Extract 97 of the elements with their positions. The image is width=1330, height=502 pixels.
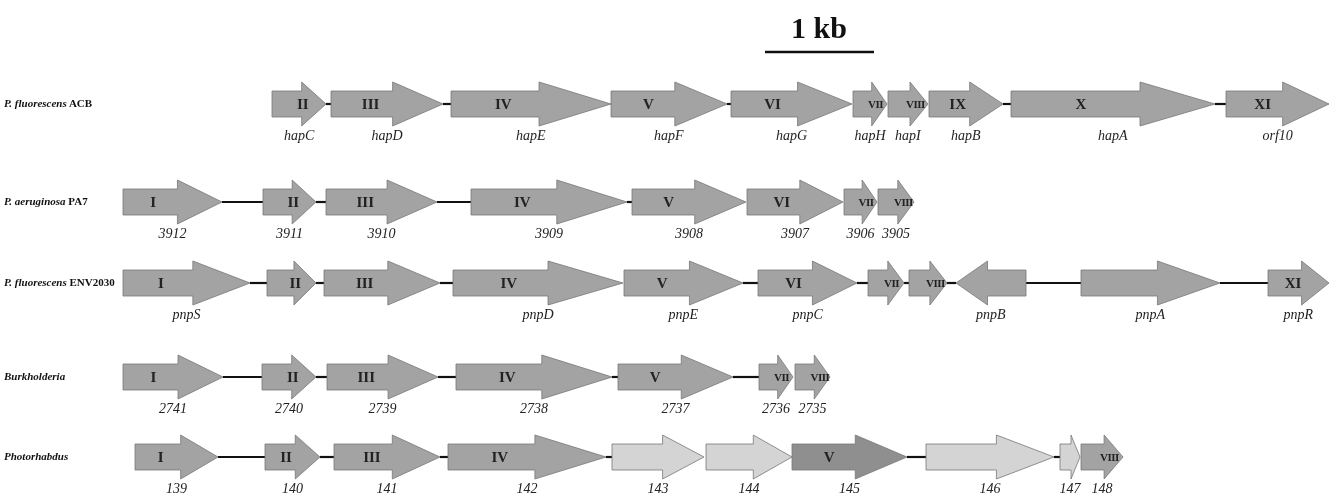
gene-number-label: V	[823, 449, 835, 465]
gene-number-label: II	[289, 275, 302, 291]
intergenic-line	[907, 455, 926, 459]
gene-number-label: VII	[884, 276, 899, 291]
gene-name-label: 147	[1059, 481, 1081, 497]
gene-name-label: pnpD	[522, 307, 554, 323]
gene-number-label: IV	[500, 275, 518, 291]
gene-number-label: II	[297, 96, 309, 112]
strain-label: P. fluorescens ENV2030	[4, 276, 115, 289]
intergenic-line	[218, 455, 265, 459]
intergenic-line	[1220, 281, 1268, 285]
gene-number-label: VIII	[906, 97, 925, 112]
intergenic-line	[1026, 281, 1081, 285]
scale-label: 1 kb	[791, 12, 847, 44]
gene-name-label: 3911	[276, 226, 303, 242]
gene-number-label: V	[649, 369, 661, 385]
gene-name-label: pnpC	[792, 307, 823, 323]
gene-name-label: 3906	[846, 226, 875, 242]
strain-label: Photorhabdus	[4, 450, 69, 463]
gene-name-label: 144	[738, 481, 760, 497]
gene-number-label: VI	[764, 96, 781, 112]
gene-number-label: IX	[949, 96, 966, 112]
gene-name-label: 148	[1091, 481, 1113, 497]
intergenic-line	[733, 375, 759, 379]
gene-name-label: pnpR	[1283, 307, 1314, 323]
gene-name-label: 2738	[520, 401, 548, 417]
gene-name-label: 2736	[762, 401, 790, 417]
gene-number-label: VIII	[1100, 450, 1119, 465]
gene-number-label: III	[363, 449, 381, 465]
gene-name-label: 3909	[535, 226, 563, 242]
intergenic-line	[947, 281, 956, 285]
gene-name-label: hapE	[516, 128, 546, 144]
gene-number-label: I	[157, 449, 164, 465]
gene-number-label: X	[1075, 96, 1087, 112]
intergenic-line	[222, 200, 263, 204]
gene-number-label: I	[157, 275, 164, 291]
gene-name-label: hapB	[951, 128, 981, 144]
gene-number-label: IV	[513, 194, 531, 210]
strain-label: P. fluorescens ACB	[4, 97, 93, 110]
gene-number-label: I	[150, 369, 157, 385]
gene-number-label: II	[287, 369, 299, 385]
gene-name-label: pnpE	[668, 307, 699, 323]
gene-number-label: VIII	[926, 276, 945, 291]
gene-number-label: V	[663, 194, 675, 210]
gene-number-label: XI	[1254, 96, 1271, 112]
gene-name-label: hapD	[371, 128, 403, 144]
gene-name-label: orf10	[1262, 128, 1293, 144]
gene-number-label: VII	[774, 370, 789, 385]
gene-name-label: 146	[979, 481, 1001, 497]
gene-number-label: VI	[785, 275, 802, 291]
gene-name-label: 3907	[781, 226, 809, 242]
gene-number-label: V	[656, 275, 668, 291]
gene-name-label: 3908	[675, 226, 703, 242]
gene-number-label: IV	[498, 369, 516, 385]
gene-name-label: 139	[166, 481, 187, 497]
gene-number-label: VI	[773, 194, 791, 210]
gene-name-label: 3912	[158, 226, 187, 242]
strain-label: P. aeruginosa PA7	[4, 195, 88, 208]
gene-name-label: 3910	[367, 226, 396, 242]
gene-number-label: IV	[491, 449, 509, 465]
gene-name-label: 2735	[798, 401, 827, 417]
strain-label: Burkholderia	[4, 370, 66, 383]
gene-number-label: III	[357, 369, 376, 385]
gene-name-label: hapH	[854, 128, 886, 144]
gene-number-label: III	[356, 194, 375, 210]
gene-name-label: 143	[647, 481, 669, 497]
gene-number-label: III	[361, 96, 380, 112]
gene-name-label: 2740	[275, 401, 303, 417]
gene-name-label: pnpS	[172, 307, 201, 323]
gene-number-label: III	[355, 275, 374, 291]
gene-number-label: VIII	[894, 195, 913, 210]
intergenic-line	[223, 375, 262, 379]
gene-name-label: hapI	[895, 128, 921, 144]
gene-number-label: II	[287, 194, 300, 210]
gene-name-label: 142	[516, 481, 538, 497]
gene-number-label: VII	[858, 195, 874, 210]
gene-number-label: I	[150, 194, 157, 210]
gene-name-label: 2737	[661, 401, 690, 417]
gene-number-label: V	[642, 96, 654, 112]
gene-name-label: hapF	[654, 128, 684, 144]
gene-name-label: 3905	[882, 226, 910, 242]
gene-number-label: IV	[495, 96, 512, 112]
gene-name-label: pnpA	[1135, 307, 1166, 323]
gene-number-label: VII	[868, 97, 883, 112]
gene-name-label: 2739	[368, 401, 397, 417]
gene-name-label: hapC	[284, 128, 315, 144]
gene-number-label: VIII	[810, 370, 830, 385]
gene-name-label: 2741	[159, 401, 187, 417]
gene-name-label: pnpB	[976, 307, 1006, 323]
gene-name-label: 140	[282, 481, 303, 497]
gene-number-label: II	[280, 449, 292, 465]
intergenic-line	[437, 200, 471, 204]
gene-number-label: XI	[1284, 275, 1302, 291]
gene-name-label: hapA	[1098, 128, 1128, 144]
gene-name-label: hapG	[776, 128, 808, 144]
gene-name-label: 141	[376, 481, 398, 497]
gene-name-label: 145	[839, 481, 860, 497]
